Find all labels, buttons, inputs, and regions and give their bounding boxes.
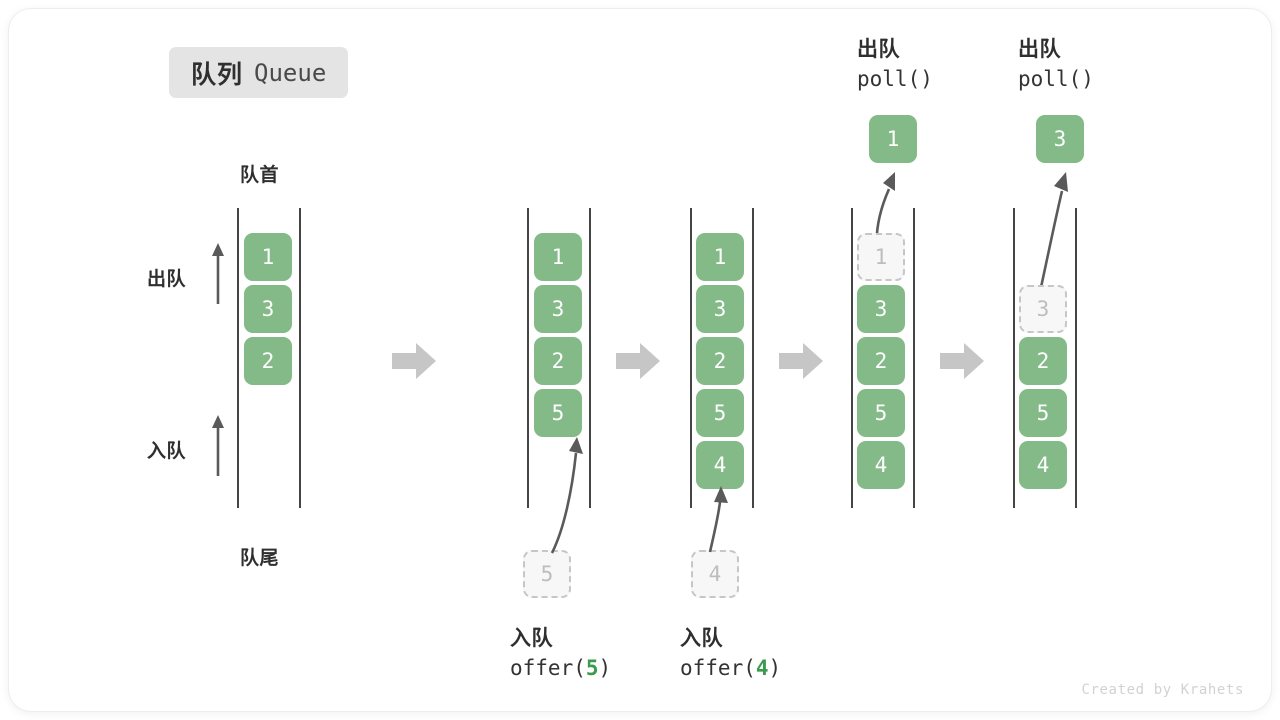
flow-arrow-icon [616,343,660,379]
enqueue-label: 入队 [147,441,187,462]
queue-item: 1 [244,233,292,281]
queue-rail-right-4 [913,208,915,508]
queue-rail-left-4 [851,208,853,508]
queue-item: 3 [696,285,744,333]
queue-item: 2 [696,337,744,385]
queue-item: 4 [857,441,905,489]
dequeue-direction-arrow-icon [212,243,224,304]
queue-rail-left-5 [1013,208,1015,508]
queue-rail-right-5 [1075,208,1077,508]
queue-rail-right-2 [589,208,591,508]
stage-header-code: poll() [857,67,933,91]
popped-item: 3 [1036,115,1084,163]
title-badge: 队列 Queue [169,47,349,98]
queue-item-new: 4 [696,441,744,489]
stage-caption-cn: 入队 [510,627,553,650]
queue-rail-left-3 [690,208,692,508]
queue-item: 1 [534,233,582,281]
queue-rail-right-3 [752,208,754,508]
queue-item-removed: 3 [1019,285,1067,333]
queue-rail-left-2 [527,208,529,508]
queue-item: 4 [1019,441,1067,489]
queue-item: 2 [857,337,905,385]
queue-rail-left-1 [237,208,239,508]
front-label: 队首 [240,165,280,186]
enqueue-motion-arrow-icon [550,437,583,554]
code-prefix: offer( [510,656,586,680]
queue-item: 2 [244,337,292,385]
flow-arrow-icon [779,343,823,379]
code-suffix: ) [598,656,612,680]
dequeue-label: 出队 [147,269,187,290]
stage-caption-code: offer(4) [680,656,781,680]
flow-arrow-icon [392,343,436,379]
enqueue-direction-arrow-icon [212,415,224,476]
queue-item: 2 [534,337,582,385]
title-cn: 队列 [191,60,244,89]
stage-header-cn: 出队 [1018,38,1061,61]
credit-text: Created by Krahets [1081,682,1244,698]
queue-item: 3 [857,285,905,333]
queue-item: 3 [534,285,582,333]
enqueue-motion-arrow-icon [708,486,728,553]
queue-item: 5 [1019,389,1067,437]
queue-rail-right-1 [299,208,301,508]
stage-caption-cn: 入队 [680,627,723,650]
incoming-item-ghost: 5 [523,550,571,598]
queue-item: 1 [696,233,744,281]
stage-header-cn: 出队 [857,38,900,61]
code-prefix: offer( [680,656,756,680]
queue-item-removed: 1 [857,233,905,281]
incoming-item-ghost: 4 [691,550,739,598]
popped-item: 1 [869,115,917,163]
queue-item: 2 [1019,337,1067,385]
title-en: Queue [254,58,327,87]
code-arg: 4 [755,656,769,680]
queue-item: 5 [696,389,744,437]
flow-arrow-icon [940,343,984,379]
queue-item: 3 [244,285,292,333]
dequeue-motion-arrow-icon [1036,172,1068,302]
stage-caption-code: offer(5) [510,656,611,680]
stage-header-code: poll() [1018,67,1094,91]
queue-item-new: 5 [534,389,582,437]
queue-item: 5 [857,389,905,437]
code-suffix: ) [768,656,782,680]
code-arg: 5 [585,656,599,680]
rear-label: 队尾 [240,548,280,569]
